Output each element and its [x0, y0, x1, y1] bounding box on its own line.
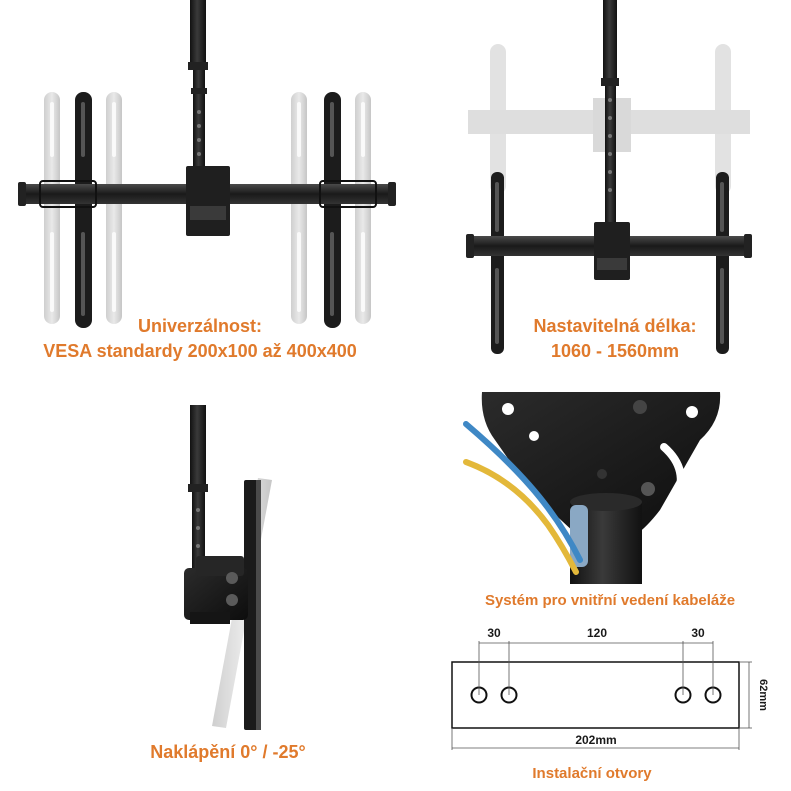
vesa-rail [716, 172, 729, 354]
dim-height: 62mm [757, 679, 769, 711]
mounting-plate-outline [451, 661, 740, 729]
caption-universality: Univerzálnost: VESA standardy 200x100 až… [0, 314, 400, 364]
vesa-rail [491, 172, 504, 354]
cable-management-illustration [463, 392, 721, 584]
mount-center-clamp [594, 222, 630, 280]
caption-cable-management: Systém pro vnitřní vedení kabeláže [484, 592, 736, 609]
mount-pole [190, 0, 206, 66]
dim-right: 30 [691, 626, 705, 640]
cable-yellow [463, 459, 579, 575]
caption-universality-line2: VESA standardy 200x100 až 400x400 [43, 341, 357, 361]
mount-center-clamp [186, 166, 230, 236]
mount-plate [481, 392, 721, 540]
vesa-rail [324, 92, 341, 328]
dim-width: 202mm [575, 733, 616, 747]
caption-mounting-holes: Instalační otvory [532, 765, 652, 782]
cable-blue [463, 421, 583, 563]
caption-tilt: Naklápění 0° / -25° [150, 742, 306, 762]
mount-pole-lower [192, 486, 205, 578]
mount-pole-lower [605, 82, 616, 230]
mounting-holes-diagram: 30 120 30 202mm 62mm [451, 626, 769, 750]
caption-adjustable-length-line1: Nastavitelná délka: [533, 316, 697, 336]
adjustable-mount-illustration [466, 0, 752, 354]
caption-universality-line1: Univerzálnost: [137, 316, 263, 336]
tilt-mount-illustration [184, 405, 272, 730]
tilt-panel [244, 480, 258, 730]
mount-pole [190, 405, 206, 490]
dim-middle: 120 [587, 626, 607, 640]
caption-adjustable-length: Nastavitelná délka: 1060 - 1560mm [505, 314, 725, 364]
dual-mount-illustration [18, 0, 396, 328]
vesa-rail-ghost [291, 92, 307, 324]
vesa-rail [75, 92, 92, 328]
mount-pole [603, 0, 617, 82]
dim-left: 30 [487, 626, 501, 640]
vesa-rail-ghost [106, 92, 122, 324]
caption-adjustable-length-line2: 1060 - 1560mm [550, 341, 680, 361]
